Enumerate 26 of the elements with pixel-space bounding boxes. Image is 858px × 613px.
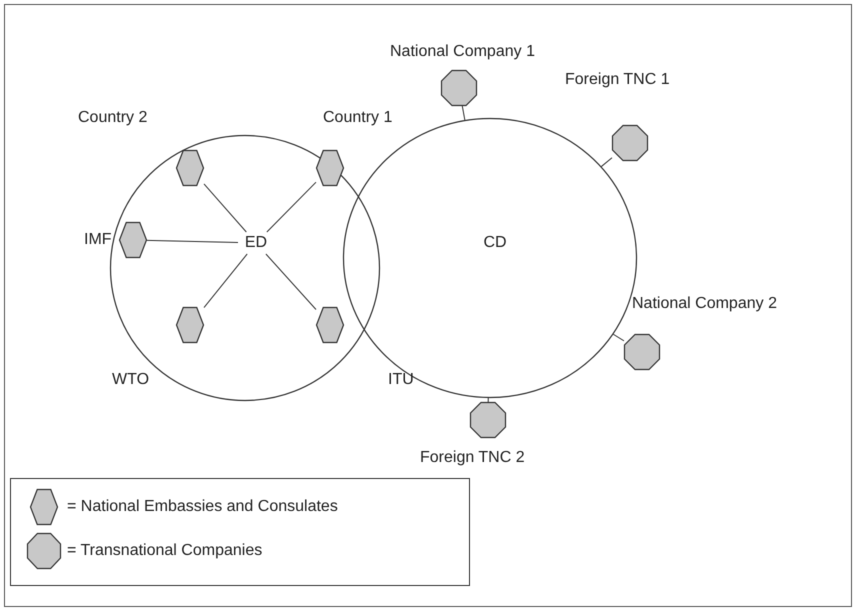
connector-line [612, 334, 624, 342]
connector-line [488, 398, 489, 402]
node-caption: IMF [84, 230, 112, 250]
hexagon-symbol [176, 150, 204, 186]
connector-line [600, 157, 612, 168]
connector-line [462, 106, 466, 121]
organization-label: WTO [112, 370, 150, 390]
node-caption: Foreign TNC 2 [420, 448, 525, 468]
node-label: ED [238, 232, 274, 254]
connector-line [204, 183, 247, 232]
connector-line [266, 182, 316, 232]
node-label: CD [475, 232, 515, 254]
node-caption: National Company 1 [390, 42, 535, 62]
hexagon-symbol [176, 307, 204, 343]
circle-label: Country 1 [323, 108, 392, 128]
hexagon-symbol [316, 307, 344, 343]
organization-label: ITU [388, 370, 414, 390]
hexagon-symbol [316, 150, 344, 186]
connector-line [265, 254, 316, 310]
connector-line [146, 240, 238, 244]
legend-text: = National Embassies and Consulates [67, 497, 338, 517]
node-caption: Foreign TNC 1 [565, 70, 670, 90]
connector-line [204, 254, 248, 308]
circle-label: Country 2 [78, 108, 148, 128]
legend-text: = Transnational Companies [67, 541, 262, 561]
node-caption: National Company 2 [632, 294, 777, 314]
